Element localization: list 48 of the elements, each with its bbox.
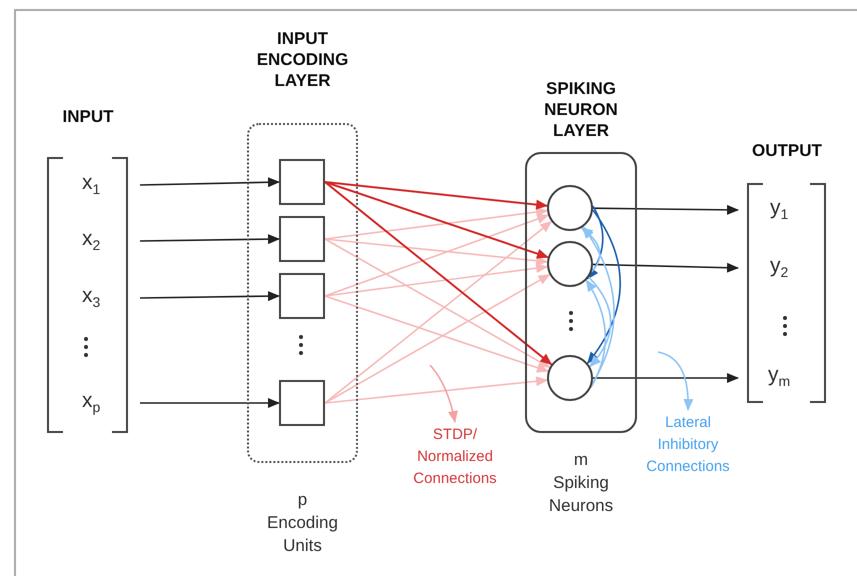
neuron-circle (547, 185, 593, 231)
arrow (580, 227, 601, 272)
encoding-unit-box (279, 216, 325, 262)
arrow (140, 177, 280, 188)
leader-arrow (658, 351, 694, 411)
encoding-unit-box (279, 273, 325, 319)
arrow (324, 263, 548, 297)
arrow (586, 210, 621, 364)
vector-element: y$_{1}$ (736, 195, 808, 225)
vector-element: y$_{2}$ (736, 253, 808, 283)
arrow (324, 207, 548, 240)
column-heading: OUTPUT (751, 140, 823, 161)
leader-arrow (429, 364, 458, 423)
vector-element: y$_{m}$ (736, 362, 808, 394)
encoding-unit-box (279, 380, 325, 426)
arrow (586, 279, 606, 388)
layer-heading: SPIKING NEURON LAYER (543, 78, 619, 141)
layer-caption: p Encoding Units (266, 489, 339, 557)
arrow (324, 181, 548, 210)
arrow (140, 398, 280, 408)
annotation-text: STDP/ Normalized Connections (405, 424, 505, 490)
arrow (324, 376, 548, 404)
arrow (324, 181, 552, 366)
arrow (324, 238, 550, 368)
annotation-text: Lateral Inhibitory Connections (636, 412, 740, 478)
arrow (324, 214, 550, 297)
neuron-circle (547, 355, 593, 401)
encoding-unit-box (279, 159, 325, 205)
arrow (586, 206, 604, 280)
arrow (324, 295, 549, 372)
vector-element: x$_{p}$ (62, 388, 140, 418)
layer-heading: INPUT ENCODING LAYER (256, 28, 350, 91)
arrow (324, 238, 548, 266)
arrow (588, 276, 612, 368)
arrow (324, 181, 549, 258)
arrow (592, 262, 739, 273)
arrow (593, 373, 739, 383)
vector-element: x$_{3}$ (62, 283, 140, 313)
neuron-circle (547, 241, 593, 287)
arrow (140, 234, 280, 244)
column-heading: INPUT (62, 106, 114, 127)
vector-element: x$_{1}$ (62, 170, 140, 200)
arrow (324, 220, 552, 404)
arrow (593, 204, 739, 215)
arrow (140, 291, 280, 302)
arrow (324, 274, 550, 404)
layer-caption: m Spiking Neurons (548, 449, 614, 517)
vector-element: x$_{2}$ (62, 226, 140, 256)
